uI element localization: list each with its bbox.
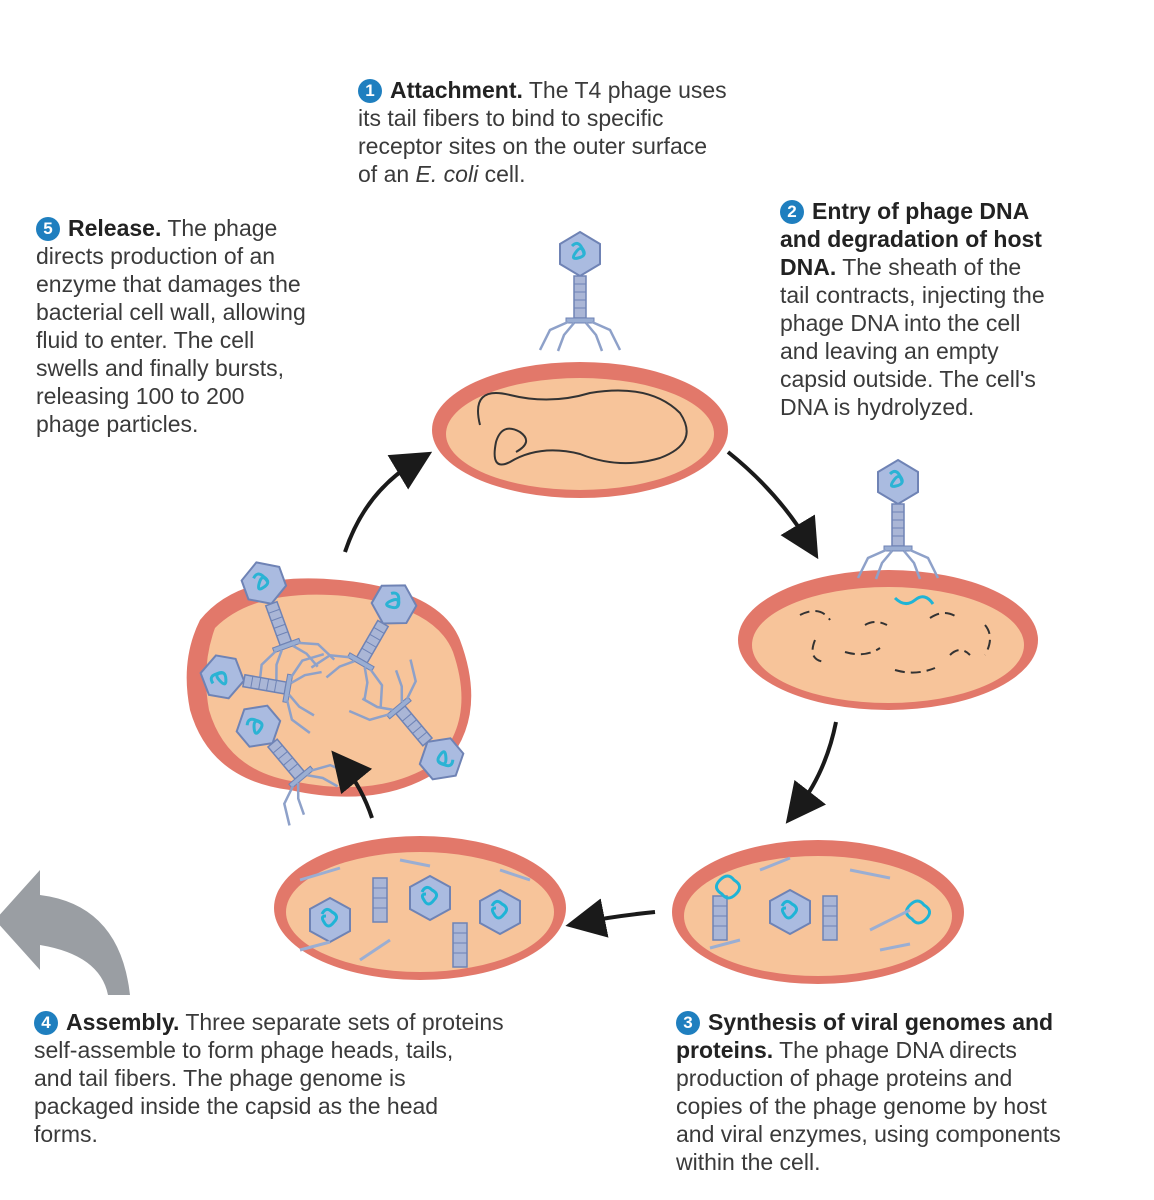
- step-5-heading: Release.: [68, 215, 162, 241]
- step-1-heading: Attachment.: [390, 77, 523, 103]
- step-3-body: The phage DNA directs production of phag…: [676, 1037, 1061, 1175]
- step-1-organism: E. coli: [415, 161, 479, 187]
- cell-release: [186, 547, 488, 828]
- step-2-heading: Entry of phage DNA and degradation of ho…: [780, 198, 1042, 280]
- step-2-body: The sheath of the tail contracts, inject…: [780, 254, 1045, 420]
- grey-return-arrow-icon: [0, 870, 130, 995]
- cell-attachment: [432, 230, 728, 498]
- step-4-body: Three separate sets of proteins self-ass…: [34, 1009, 504, 1147]
- step-2-badge: 2: [780, 200, 804, 224]
- step-5-body: The phage directs production of an enzym…: [36, 215, 306, 437]
- step-5-badge: 5: [36, 217, 60, 241]
- step-3-badge: 3: [676, 1011, 700, 1035]
- step-1-badge: 1: [358, 79, 382, 103]
- step-1-attachment: 1 Attachment. The T4 phage uses its tail …: [358, 76, 798, 188]
- step-4-assembly: 4 Assembly. Three separate sets of protei…: [34, 1008, 594, 1148]
- cell-synthesis: [672, 840, 964, 984]
- step-5-release: 5 Release. The phage directs production o…: [36, 214, 396, 438]
- cell-assembly: [274, 836, 566, 980]
- step-1-body-tail: cell.: [478, 161, 526, 187]
- step-1-body: The T4 phage uses its tail fibers to bin…: [358, 77, 727, 187]
- cycle-arrows: [331, 450, 838, 938]
- step-4-badge: 4: [34, 1011, 58, 1035]
- cell-entry: [738, 458, 1038, 710]
- step-3-heading: Synthesis of viral genomes and proteins.: [676, 1009, 1054, 1063]
- step-4-heading: Assembly.: [66, 1009, 180, 1035]
